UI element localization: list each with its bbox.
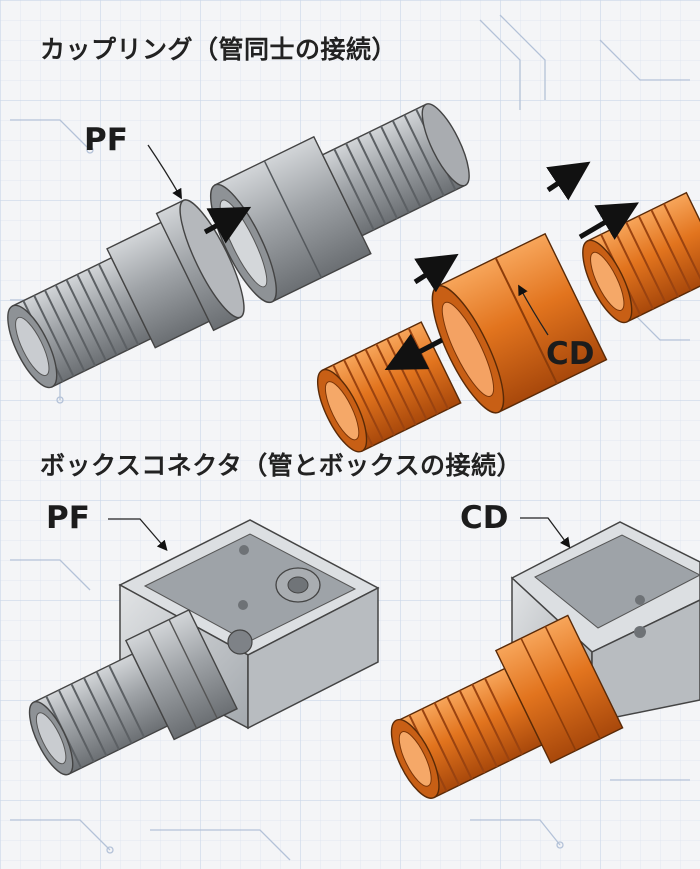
pf-box-connector: [28, 608, 238, 776]
pf-conduit-right: [321, 103, 470, 237]
coupling-cd-label: CD: [546, 336, 595, 372]
coupling-pf-label: PF: [84, 122, 128, 158]
box-connector-section-title: ボックスコネクタ（管とボックスの接続）: [40, 451, 523, 480]
pf-pointer-line: [147, 144, 182, 200]
cd-box-pointer-line: [520, 517, 571, 549]
coupling-section-title: カップリング（管同士の接続）: [40, 35, 398, 64]
cd-pointer-line: [518, 284, 549, 336]
cd-insert-arrow-left: [413, 253, 459, 293]
pf-insert-arrow: [203, 206, 252, 244]
box-cd-label: CD: [460, 500, 509, 536]
pf-box-pointer-line: [108, 518, 168, 551]
cd-pull-arrow-right: [578, 202, 639, 240]
pf-conduit-left: [7, 256, 152, 389]
cd-coupling-body: [431, 232, 608, 414]
cd-insert-arrow-right: [546, 161, 591, 201]
pf-coupling-half-left: [106, 199, 245, 349]
cd-box-connector: [390, 614, 624, 799]
cd-pull-arrow-left: [384, 333, 444, 370]
box-pf-label: PF: [46, 500, 90, 536]
